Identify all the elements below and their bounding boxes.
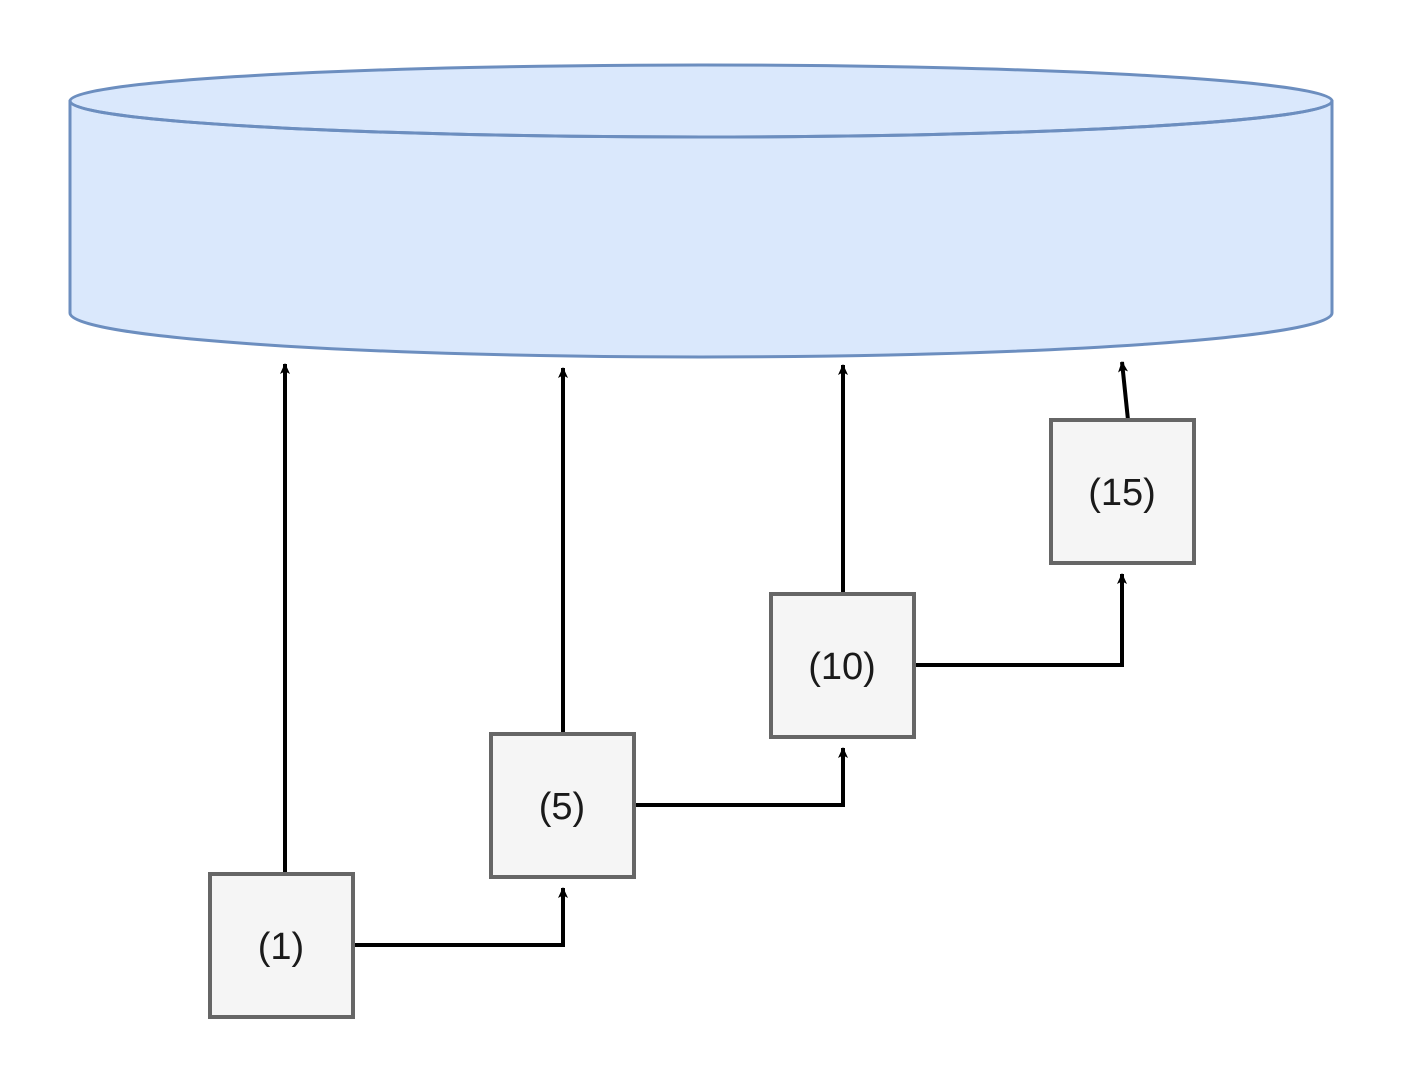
cylinder-rim-arc xyxy=(68,100,1334,139)
edge-node15-to-datastore[interactable] xyxy=(1118,361,1130,421)
node-box-rect xyxy=(489,732,636,879)
cylinder-body xyxy=(68,99,1334,359)
edge-node5-to-node10[interactable] xyxy=(634,747,848,807)
edge-line xyxy=(914,573,1127,667)
node-box-rect xyxy=(1049,418,1196,565)
edge-node1-to-node5[interactable] xyxy=(353,887,568,947)
edge-node10-to-node15[interactable] xyxy=(914,573,1127,667)
database-cylinder[interactable] xyxy=(68,63,1334,359)
edge-line xyxy=(634,747,848,807)
node-box-label: (5) xyxy=(539,786,585,828)
node-box-rect xyxy=(208,872,355,1019)
node-box-label: (15) xyxy=(1088,472,1156,514)
node-box-1[interactable]: (1) xyxy=(208,872,355,1019)
edge-line xyxy=(1118,361,1130,421)
edge-line xyxy=(353,887,568,947)
node-box-15[interactable]: (15) xyxy=(1049,418,1196,565)
node-box-label: (1) xyxy=(258,926,304,968)
node-box-10[interactable]: (10) xyxy=(769,592,916,739)
node-box-5[interactable]: (5) xyxy=(489,732,636,879)
node-box-label: (10) xyxy=(808,646,876,688)
node-box-rect xyxy=(769,592,916,739)
